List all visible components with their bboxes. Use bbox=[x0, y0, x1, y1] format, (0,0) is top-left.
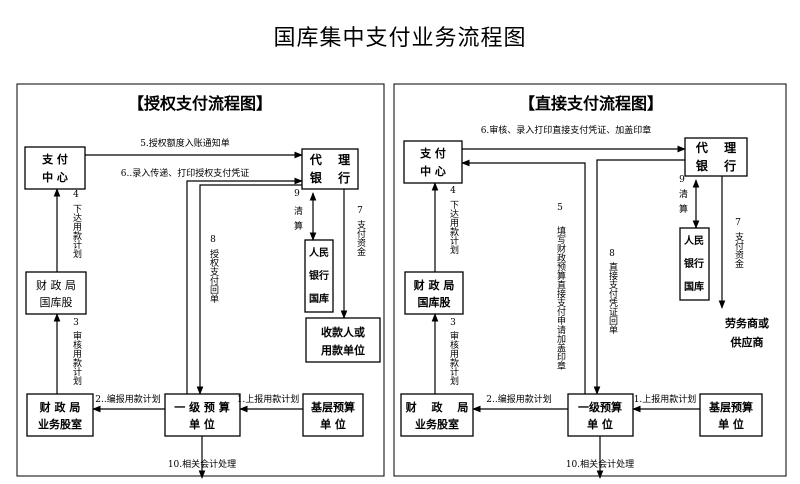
left-node-payee: 收款人或 用款单位 bbox=[305, 317, 381, 363]
step-label: 支付资金 bbox=[355, 219, 366, 256]
node-label: 单 位 bbox=[718, 417, 744, 431]
step-label: 授权支付回单 bbox=[208, 248, 219, 304]
step-label: 10.相关会计处理 bbox=[168, 458, 236, 470]
node-label: 国库股 bbox=[40, 296, 73, 309]
right-node-pay-center: 支 付 中 心 bbox=[403, 140, 463, 184]
node-label: 劳务商或 bbox=[725, 316, 769, 330]
node-label: 代 理 bbox=[695, 140, 736, 155]
node-label: 国库 bbox=[684, 280, 704, 293]
left-heading: 【授权支付流程图】 bbox=[128, 94, 272, 113]
right-node-agent-bank: 代 理 银 行 bbox=[684, 137, 748, 177]
node-label: 基层预算 bbox=[708, 400, 753, 414]
step-label: 填写财政预算直接支付申请加盖印章 bbox=[555, 225, 566, 370]
right-heading: 【直接支付流程图】 bbox=[519, 94, 663, 113]
right-node-finance-budget: 财 政 局 业务股室 bbox=[400, 393, 474, 437]
node-label: 业务股室 bbox=[415, 417, 459, 431]
node-label: 财 政 局 bbox=[39, 400, 81, 414]
node-label: 人民 bbox=[684, 234, 704, 247]
node-label: 财 政 局 bbox=[413, 278, 455, 292]
step-label: 审核用款计划 bbox=[448, 330, 459, 385]
node-label: 财 政 局 bbox=[405, 400, 469, 414]
step-number: 5 bbox=[557, 203, 563, 213]
step-label: 支付资金 bbox=[733, 231, 744, 268]
step-number: 4 bbox=[450, 186, 456, 196]
left-node-pboc-treasury: 人民 银行 国库 bbox=[304, 239, 334, 313]
left-arrows bbox=[53, 151, 348, 479]
step-label: 1.上报用款计划 bbox=[634, 393, 697, 405]
step-label: 直接支付凭证回单 bbox=[607, 261, 618, 335]
step-number: 7 bbox=[735, 218, 741, 228]
authorized-payment-panel: 【授权支付流程图】 支 付 中 心 代 理 银 行 财 政 局 国库股 人民 银… bbox=[16, 83, 385, 479]
direct-payment-panel: 【直接支付流程图】 支 付 中 心 代 理 银 行 财 政 局 国库股 人民 银… bbox=[393, 83, 787, 479]
node-label: 一级预算 bbox=[578, 400, 622, 414]
step-label: 1.上报用款计划 bbox=[237, 393, 300, 405]
step-label: 下达用款计划 bbox=[448, 200, 459, 254]
step-number: 3 bbox=[450, 318, 456, 328]
node-label: 支 付 bbox=[419, 146, 446, 160]
left-node-first-unit: 一 级 预 算 单 位 bbox=[164, 393, 241, 437]
main-title: 国库集中支付业务流程图 bbox=[273, 26, 527, 51]
step-label: 2..编报用款计划 bbox=[95, 393, 160, 405]
node-label: 银 行 bbox=[310, 170, 350, 185]
step-label: 5.授权额度入账通知单 bbox=[140, 137, 230, 149]
step-label: 审核用款计划 bbox=[71, 330, 82, 385]
left-node-finance-treasury: 财 政 局 国库股 bbox=[25, 271, 87, 315]
left-node-finance-budget: 财 政 局 业务股室 bbox=[26, 393, 94, 437]
left-node-base-unit: 基层预算 单 位 bbox=[302, 393, 364, 437]
node-label: 收款人或 bbox=[321, 325, 365, 339]
step-label: 清算 bbox=[292, 205, 303, 236]
left-node-pay-center: 支 付 中 心 bbox=[24, 146, 86, 190]
node-label: 国库股 bbox=[418, 295, 452, 309]
step-number: 7 bbox=[357, 206, 363, 216]
right-node-first-unit: 一级预算 单 位 bbox=[567, 393, 634, 437]
node-label: 用款单位 bbox=[321, 343, 365, 357]
node-label: 银 行 bbox=[696, 158, 736, 173]
node-label: 财 政 局 bbox=[36, 278, 76, 292]
step-label: 2..编报用款计划 bbox=[486, 393, 551, 405]
node-label: 代 理 bbox=[309, 152, 350, 167]
node-label: 国库 bbox=[309, 292, 329, 305]
right-arrows bbox=[431, 145, 726, 479]
node-label: 人民 bbox=[309, 246, 329, 259]
node-label: 中 心 bbox=[42, 170, 68, 184]
node-label: 单 位 bbox=[189, 417, 215, 431]
step-label: 10.相关会计处理 bbox=[566, 458, 634, 470]
step-number: 8 bbox=[609, 249, 615, 259]
step-label: 下达用款计划 bbox=[71, 204, 82, 258]
step-number: 8 bbox=[210, 235, 216, 245]
left-node-agent-bank: 代 理 银 行 bbox=[301, 148, 359, 190]
step-number: 3 bbox=[73, 318, 79, 328]
right-node-supplier: 劳务商或 供应商 bbox=[712, 308, 782, 352]
node-label: 中 心 bbox=[420, 164, 446, 178]
step-number: 9 bbox=[294, 189, 300, 199]
node-label: 单 位 bbox=[320, 417, 346, 431]
node-label: 支 付 bbox=[41, 152, 68, 166]
step-label: 6.审核、录入打印直接支付凭证、加盖印章 bbox=[481, 124, 652, 136]
step-number: 4 bbox=[73, 190, 79, 200]
node-label: 一 级 预 算 bbox=[174, 400, 230, 414]
node-label: 基层预算 bbox=[310, 400, 355, 414]
node-label: 银行 bbox=[309, 269, 329, 282]
step-label: 6..录入传递、打印授权支付凭证 bbox=[121, 167, 249, 179]
node-label: 供应商 bbox=[730, 335, 764, 349]
node-label: 业务股室 bbox=[38, 417, 82, 431]
step-label: 清算 bbox=[677, 188, 688, 219]
right-node-pboc-treasury: 人民 银行 国库 bbox=[679, 227, 710, 301]
node-label: 单 位 bbox=[587, 417, 613, 431]
right-node-finance-treasury: 财 政 局 国库股 bbox=[404, 271, 464, 315]
node-label: 银行 bbox=[684, 257, 704, 270]
right-panel-frame bbox=[393, 83, 787, 477]
step-number: 9 bbox=[679, 175, 685, 185]
right-node-base-unit: 基层预算 单 位 bbox=[699, 393, 763, 437]
